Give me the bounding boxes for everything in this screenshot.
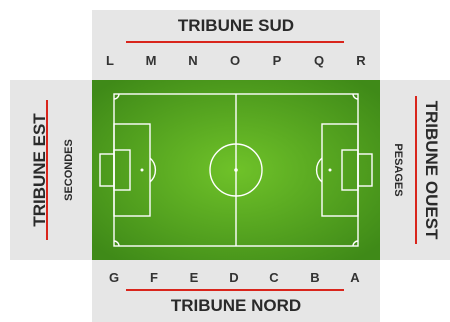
south-stand[interactable] xyxy=(92,10,380,80)
north-stand-accent-line xyxy=(126,289,344,291)
south-stand-title: TRIBUNE SUD xyxy=(177,16,295,35)
sector-F[interactable]: F xyxy=(150,270,158,285)
sector-C[interactable]: C xyxy=(269,270,279,285)
corner-arc-top-left xyxy=(113,93,120,100)
sector-M[interactable]: M xyxy=(145,53,157,68)
north-stand-title: TRIBUNE NORD xyxy=(170,296,302,315)
west-stand-accent-line xyxy=(415,96,417,244)
sector-A[interactable]: A xyxy=(350,270,360,285)
right-penalty-arc xyxy=(315,157,323,183)
right-goal xyxy=(357,153,373,187)
west-stand-subtitle: PESAGES xyxy=(392,143,404,197)
sector-N[interactable]: N xyxy=(188,53,198,68)
sector-L[interactable]: L xyxy=(106,53,114,68)
sector-E[interactable]: E xyxy=(189,270,199,285)
center-circle xyxy=(209,143,263,197)
left-penalty-arc xyxy=(149,157,157,183)
center-spot xyxy=(234,168,238,172)
sector-B[interactable]: B xyxy=(310,270,320,285)
west-stand-title: TRIBUNE OUEST xyxy=(422,100,441,240)
corner-arc-top-right xyxy=(352,93,359,100)
football-pitch[interactable] xyxy=(92,80,380,260)
east-stand-subtitle: SECONDES xyxy=(63,139,75,201)
sector-Q[interactable]: Q xyxy=(313,53,325,68)
east-stand[interactable] xyxy=(10,80,92,260)
sector-O[interactable]: O xyxy=(229,53,241,68)
south-stand-accent-line xyxy=(126,41,344,43)
sector-R[interactable]: R xyxy=(356,53,366,68)
right-penalty-spot xyxy=(328,168,332,172)
sector-D[interactable]: D xyxy=(229,270,239,285)
left-goal xyxy=(99,153,115,187)
east-stand-accent-line xyxy=(46,100,48,240)
sector-P[interactable]: P xyxy=(272,53,282,68)
corner-arc-bottom-left xyxy=(113,240,120,247)
north-stand[interactable] xyxy=(92,260,380,322)
sector-G[interactable]: G xyxy=(108,270,120,285)
corner-arc-bottom-right xyxy=(352,240,359,247)
left-penalty-spot xyxy=(140,168,144,172)
